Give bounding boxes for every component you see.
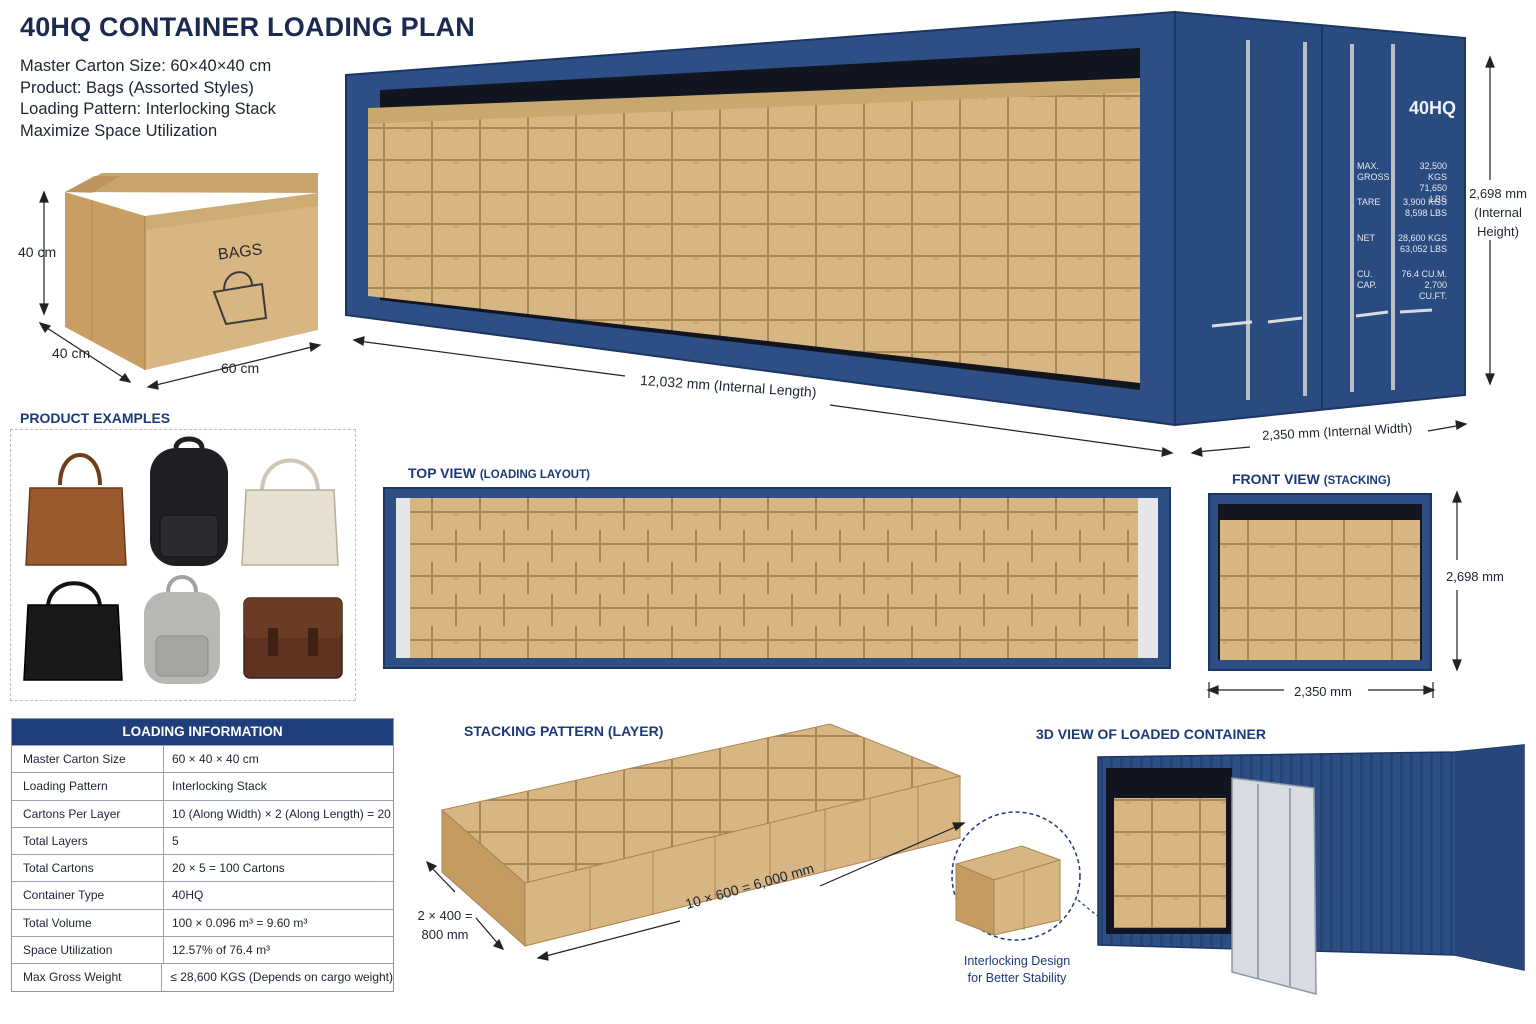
container-door-handles [1211, 308, 1433, 328]
spec-carton-size: Master Carton Size: 60×40×40 cm [20, 57, 272, 75]
loading-info-heading: LOADING INFORMATION [12, 719, 393, 745]
carton-tape [65, 176, 120, 193]
container-door-bars [1246, 40, 1395, 400]
carton-dimension-lines [38, 190, 322, 390]
container-height-label: 2,698 mm (Internal Height) [1469, 186, 1527, 239]
interlocking-detail-cartons [954, 845, 1062, 936]
container-cartons [368, 88, 1140, 383]
stacking-layer-front-seams [589, 786, 919, 930]
spec-loading-pattern: Loading Pattern: Interlocking Stack [20, 100, 276, 118]
front-view-width-label: 2,350 mm [1294, 684, 1352, 699]
carton-width-label: 60 cm [221, 360, 260, 376]
spec-list: Master Carton Size: 60×40×40 cm Product:… [20, 56, 276, 142]
satchel-brown-icon [243, 597, 343, 679]
tote-bag-brown-icon [25, 453, 127, 566]
front-view-dimension-lines [1206, 490, 1462, 698]
spec-product: Product: Bags (Assorted Styles) [20, 78, 254, 97]
carton-front-face [145, 193, 318, 370]
handbag-cream-icon [241, 458, 339, 566]
three-d-container-open-door [1231, 777, 1317, 995]
carton-top-face [65, 173, 318, 193]
carton-depth-label: 40 cm [52, 345, 91, 361]
front-view-heading: FRONT VIEW (STACKING) [1232, 471, 1391, 487]
backpack-black-icon [150, 436, 228, 566]
container-code: 40HQ [1409, 98, 1457, 118]
stacking-dimension-lines [426, 822, 966, 961]
front-view-cartons [1220, 520, 1420, 660]
interlocking-note: Interlocking Design for Better Stability [963, 954, 1071, 985]
carton-height-label: 40 cm [18, 244, 57, 260]
three-d-view-heading: 3D VIEW OF LOADED CONTAINER [1036, 726, 1266, 742]
product-examples-heading: PRODUCT EXAMPLES [20, 410, 171, 426]
table-row: Max Gross Weight≤ 28,600 KGS (Depends on… [12, 963, 393, 991]
top-view-cartons [410, 498, 1138, 658]
backpack-grey-icon [144, 575, 220, 684]
three-d-container-cartons [1114, 798, 1226, 928]
spec-space: Maximize Space Utilization [20, 121, 218, 140]
front-view-height-label: 2,698 mm [1446, 569, 1504, 584]
stacking-layer-front [524, 775, 961, 947]
stacking-pattern-heading: STACKING PATTERN (LAYER) [464, 723, 664, 739]
top-view-heading: TOP VIEW (LOADING LAYOUT) [408, 465, 590, 481]
page-title: 40HQ CONTAINER LOADING PLAN [20, 12, 475, 42]
handbag-black-icon [23, 581, 123, 681]
stacking-width-label: 2 × 400 = 800 mm [417, 908, 473, 942]
carton-side-face [65, 192, 145, 370]
container-cartons-top [368, 78, 1140, 124]
product-examples-panel [10, 429, 356, 701]
plate-row-cap: CU. CAP. 76.4 CU.M.2,700 CU.FT. [1357, 269, 1447, 301]
handbag-icon [212, 271, 268, 326]
three-d-container-side [1455, 745, 1524, 970]
